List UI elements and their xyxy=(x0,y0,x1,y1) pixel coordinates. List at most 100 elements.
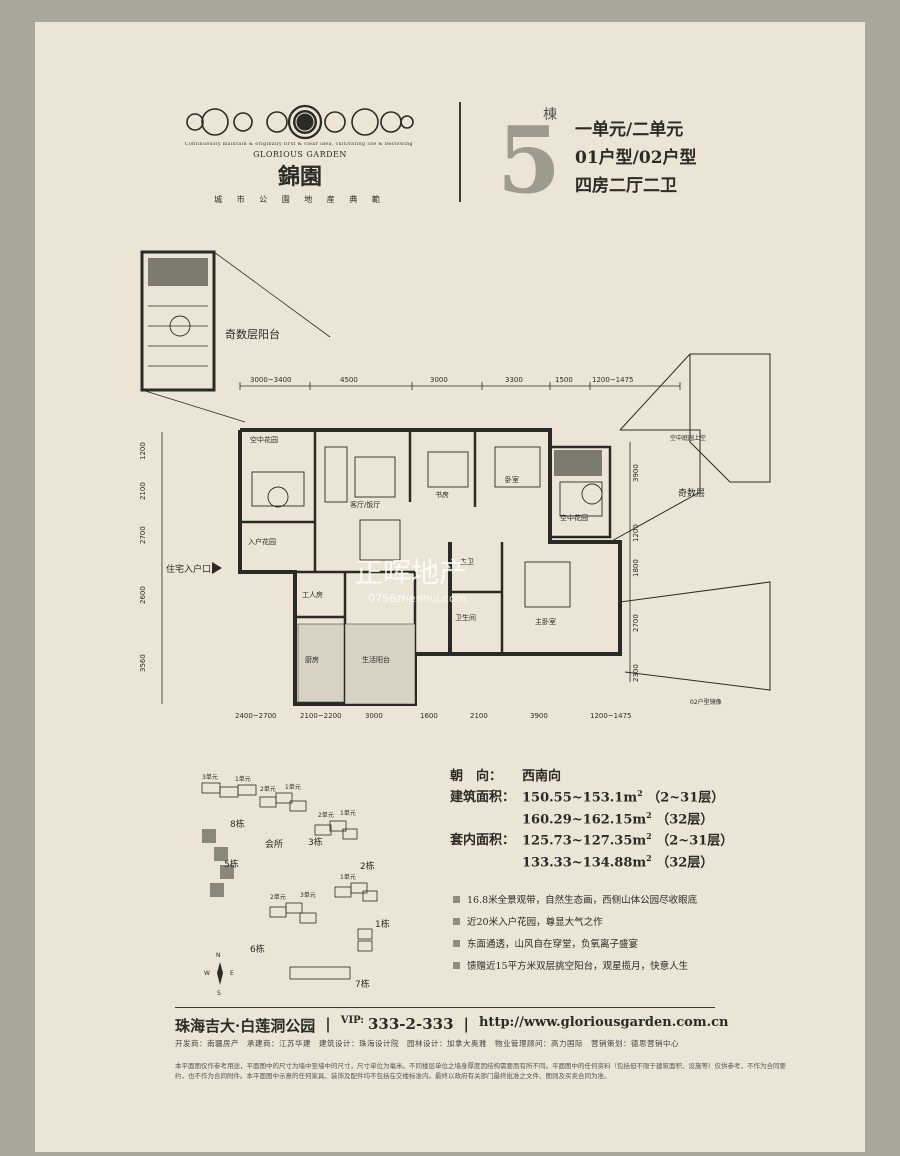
plan-label: 2栋 xyxy=(360,860,375,872)
net-value-1: 125.73~127.35m xyxy=(522,833,647,849)
gross-label: 建筑面积： xyxy=(450,790,516,806)
feature-text: 近20米入户花园，尊显大气之作 xyxy=(467,917,603,928)
brand-tagline-en: Continuously maintain & originally first… xyxy=(185,142,415,147)
brochure-sheet: Continuously maintain & originally first… xyxy=(35,22,865,1152)
plan-label: 1单元 xyxy=(340,873,356,881)
plan-label: 卫生间 xyxy=(455,613,476,622)
footer-sep: | xyxy=(463,1015,469,1033)
plan-label: 1单元 xyxy=(235,775,251,783)
watermark-sub: 0756zhenhui.com xyxy=(368,592,466,605)
plan-label: 主卫 xyxy=(460,557,474,566)
plan-label: 客厅/饭厅 xyxy=(350,500,380,509)
plan-label: 2单元 xyxy=(318,811,334,819)
plan-label: 3000~3400 xyxy=(250,376,292,384)
right-sky-garden-box xyxy=(548,445,612,539)
plan-label: E xyxy=(230,970,234,977)
vip-label: VIP: xyxy=(340,1015,364,1026)
plan-label: 1800 xyxy=(632,559,640,577)
sup-2: 2 xyxy=(646,831,652,842)
plan-label: 入户花园 xyxy=(248,537,276,546)
balcony-label: 奇数层阳台 xyxy=(225,327,280,341)
plan-label: 2700 xyxy=(139,526,147,544)
net-value-2: 133.33~134.88m xyxy=(522,854,647,870)
footer-sep: | xyxy=(325,1015,331,1033)
orientation-row: 朝 向： 西南向 xyxy=(450,767,850,787)
plan-label: N xyxy=(216,952,221,959)
plan-label: 3栋 xyxy=(308,836,323,848)
gross-value-1: 150.55~153.1m xyxy=(522,790,638,806)
feature-text: 东面通透，山风自在穿堂，负氧离子盛宴 xyxy=(467,939,639,950)
plan-label: 1200~1475 xyxy=(592,376,634,384)
site-label-8: 8栋 xyxy=(230,818,245,830)
watermark-main: 正晖地产 xyxy=(355,556,467,589)
plan-label: 5栋 xyxy=(224,858,239,870)
plan-label: 2400~2700 xyxy=(235,712,277,720)
plan-label: 卧室 xyxy=(505,475,519,484)
plan-label: 3单元 xyxy=(202,773,218,781)
orientation-value: 西南向 xyxy=(522,769,562,784)
feature-list: 16.8米全景观带，自然生态画，西侧山体公园尽收眼底 近20米入户花园，尊显大气… xyxy=(453,892,853,980)
plan-label: 3单元 xyxy=(300,891,316,899)
plan-label: 厨房 xyxy=(305,655,319,664)
plan-label: 住宅入户口 xyxy=(166,563,211,575)
plan-label: 4500 xyxy=(340,376,358,384)
plan-label: 2100~2200 xyxy=(300,712,342,720)
feature-item: 近20米入户花园，尊显大气之作 xyxy=(453,914,853,928)
plan-label: 1单元 xyxy=(340,809,356,817)
website-link[interactable]: http://www.gloriousgarden.com.cn xyxy=(478,1015,729,1030)
floor-plan: 奇数层阳台 奇数层 空中庭园上空 空中花园 入户花园 客厅/饭厅 书房 卧室 空… xyxy=(139,250,771,720)
net-floors-1: （2~31层） xyxy=(656,833,734,849)
rooms-line: 四房二厅二卫 xyxy=(575,176,677,197)
footer-contact: 珠海吉大·白莲洞公园 | VIP: 333-2-333 | http://www… xyxy=(175,1015,735,1036)
plan-label: 3000 xyxy=(430,376,448,384)
footer-rule xyxy=(175,1007,715,1008)
plan-label: 1500 xyxy=(555,376,573,384)
plan-label: 1200 xyxy=(139,442,147,460)
odd-floor-balcony xyxy=(140,250,216,392)
building-suffix: 棟 xyxy=(543,107,557,123)
plan-label: 主卧室 xyxy=(535,617,556,626)
plan-label: 1600 xyxy=(420,712,438,720)
brand-slogan: 城 市 公 園 地 産 典 範 xyxy=(214,195,386,204)
plan-label: 2700 xyxy=(632,614,640,632)
plan-label: 1栋 xyxy=(375,918,390,930)
gross-row-2: 160.29~162.15m2 （32层） xyxy=(450,809,850,830)
brand-name-cn: 錦園 xyxy=(277,164,322,190)
type-line: 01户型/02户型 xyxy=(575,148,697,169)
feature-text: 馈赠近15平方米双层挑空阳台，观星揽月，快意人生 xyxy=(467,961,689,972)
plan-label: 2100 xyxy=(470,712,488,720)
gross-floors-2: （32层） xyxy=(656,811,714,827)
plan-label: 1200~1475 xyxy=(590,712,632,720)
plan-label: 工人房 xyxy=(302,590,323,599)
plan-label: 3900 xyxy=(632,464,640,482)
plan-label: 生活阳台 xyxy=(362,655,390,664)
plan-label: 会所 xyxy=(265,838,283,850)
plan-label: 7栋 xyxy=(355,978,370,990)
plan-label: W xyxy=(204,970,210,977)
feature-item: 东面通透，山风自在穿堂，负氧离子盛宴 xyxy=(453,936,853,950)
disclaimer: 本平面图仅作参考用途，平面图中的尺寸为墙中至墙中的尺寸，尺寸单位为毫米。不同楼层… xyxy=(175,1062,786,1080)
vip-number: 333-2-333 xyxy=(368,1015,454,1033)
net-label: 套内面积： xyxy=(450,833,516,849)
plan-label: 3560 xyxy=(139,654,147,672)
net-row-1: 套内面积： 125.73~127.35m2 （2~31层） xyxy=(450,830,850,851)
plan-label: 空中花园 xyxy=(250,435,278,444)
plan-label: 3000 xyxy=(365,712,383,720)
plan-label: 02户型镜像 xyxy=(690,698,722,706)
orientation-label: 朝 向： xyxy=(450,769,503,784)
plan-label: 3300 xyxy=(505,376,523,384)
plan-label: 2100 xyxy=(139,482,147,500)
bullet-square-icon xyxy=(453,917,460,925)
area-info: 朝 向： 西南向 建筑面积： 150.55~153.1m 2 （2~31层） 160.… xyxy=(450,767,850,873)
bullet-square-icon xyxy=(453,961,460,969)
gross-row-1: 建筑面积：150.55~153.1m2 （2~31层） xyxy=(450,787,850,808)
bullet-square-icon xyxy=(453,939,460,947)
sky-garden-top-right: 空中庭园上空 xyxy=(670,434,706,442)
plan-label: 1单元 xyxy=(285,783,301,791)
even-floor-label: 奇数层 xyxy=(678,487,705,499)
brand-rings-logo xyxy=(186,104,414,140)
sup-2: 2 xyxy=(646,809,652,820)
footer-location: 珠海吉大·白莲洞公园 xyxy=(175,1017,316,1035)
plan-label: S xyxy=(217,990,221,997)
